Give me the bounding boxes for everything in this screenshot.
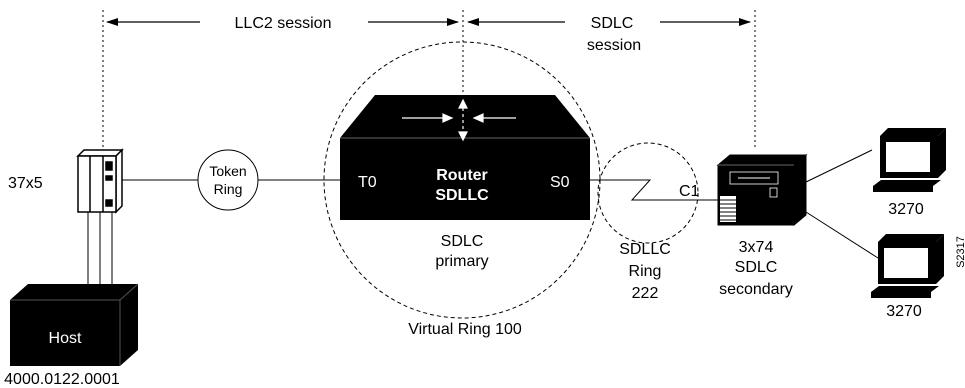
token-ring-label-line1: Token <box>209 163 246 179</box>
cluster-controller-3x74 <box>716 153 808 227</box>
fep-label: 37x5 <box>8 175 43 192</box>
token-ring-label-line2: Ring <box>214 181 243 197</box>
guide-lines <box>102 10 756 148</box>
controller-label-line3: secondary <box>719 281 793 298</box>
llc2-session-label: LLC2 session <box>235 15 332 32</box>
sdlc-session-label-line1: SDLC <box>591 15 634 32</box>
terminal-1-label: 3270 <box>888 201 924 218</box>
router-name-line1: Router <box>436 167 488 184</box>
host-label: Host <box>49 330 82 347</box>
figure-id: S2317 <box>955 236 965 268</box>
controller-label-line1: 3x74 <box>739 239 774 256</box>
router-name-line2: SDLLC <box>435 187 489 204</box>
controller-label-line2: SDLC <box>735 259 778 276</box>
router-sdllc <box>340 95 590 220</box>
controller-address-c1: C1 <box>679 183 700 200</box>
virtual-ring-label: Virtual Ring 100 <box>408 321 522 338</box>
terminal-3270-icon <box>873 128 946 192</box>
router-port-s0: S0 <box>550 174 570 191</box>
link-terminal-1 <box>805 149 873 183</box>
router-role-line2: primary <box>435 253 488 270</box>
link-terminal-2 <box>805 211 879 259</box>
token-ring <box>197 149 259 211</box>
sdllc-ring-label-line3: 222 <box>632 285 659 302</box>
host-mainframe <box>10 283 139 366</box>
router-role-line1: SDLC <box>441 233 484 250</box>
router-internal-arrows-icon <box>402 98 516 142</box>
channel-lines <box>87 210 113 290</box>
router-port-t0: T0 <box>358 174 377 191</box>
terminal-2-label: 3270 <box>886 303 922 320</box>
terminal-3270-icon <box>871 234 944 298</box>
sdllc-ring-label-line1: SDLLC <box>619 241 671 258</box>
host-address: 4000.0122.0001 <box>4 371 120 388</box>
serial-link <box>590 179 718 201</box>
front-end-processor <box>76 148 124 214</box>
sdllc-ring-label-line2: Ring <box>629 263 662 280</box>
sdllc-ring-222 <box>597 142 699 244</box>
sdlc-session-label-line2: session <box>587 37 641 54</box>
